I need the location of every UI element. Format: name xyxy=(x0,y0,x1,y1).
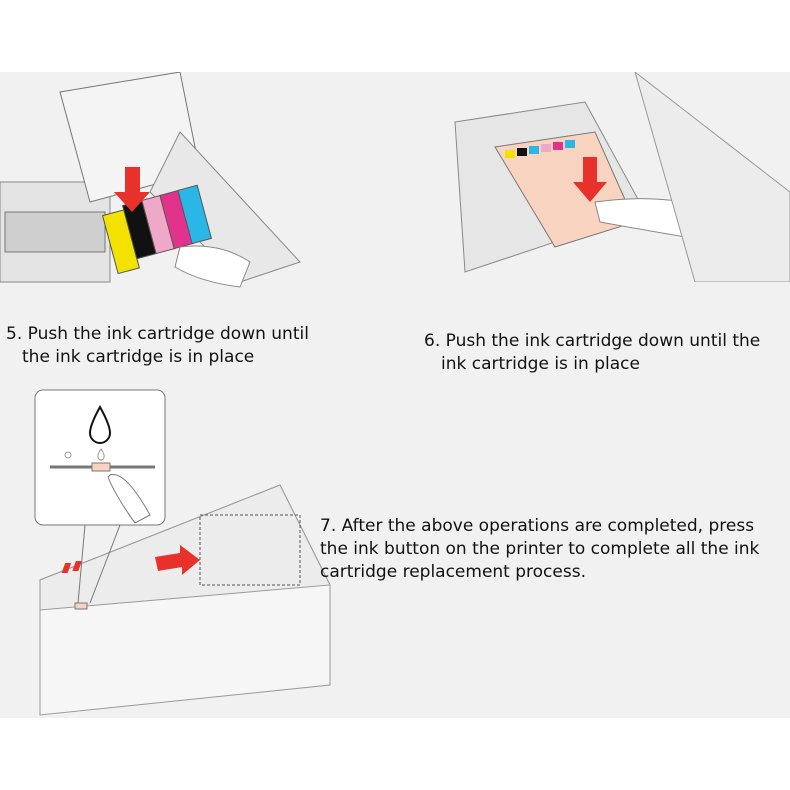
arrow-icon xyxy=(114,167,150,212)
step7-caption: 7. After the above operations are comple… xyxy=(320,516,760,582)
step7-illustration xyxy=(34,389,331,716)
step5-caption: 5. Push the ink cartridge down until the… xyxy=(6,324,309,367)
arrow-icon xyxy=(61,545,200,575)
ink-button[interactable] xyxy=(74,602,88,610)
callout-box xyxy=(34,389,166,526)
step5-illustration xyxy=(0,72,301,288)
arrow-icon xyxy=(573,157,607,202)
power-icon xyxy=(64,451,72,459)
step6-caption: 6. Push the ink cartridge down until the… xyxy=(424,331,761,374)
ink-drop-icon xyxy=(88,404,112,444)
step6-illustration xyxy=(454,72,790,282)
